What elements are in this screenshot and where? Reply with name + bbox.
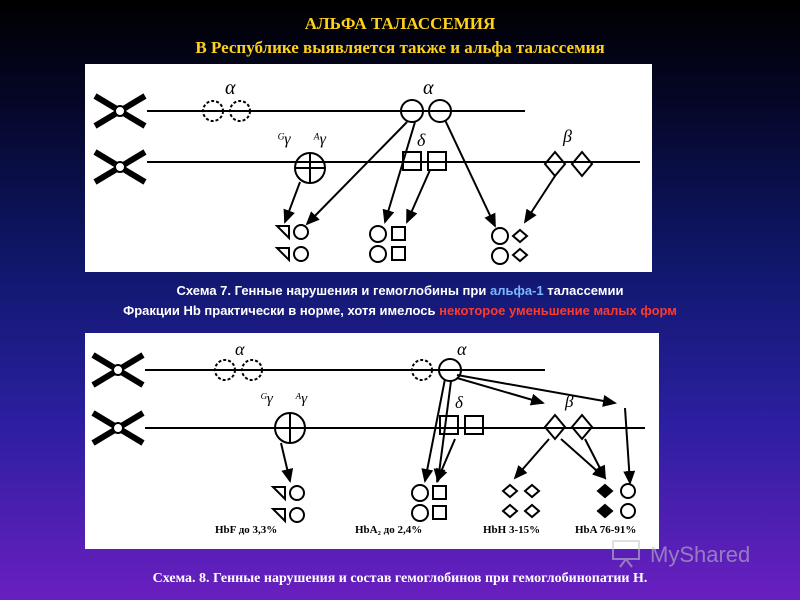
chromosome-11-icon (91, 410, 145, 446)
hba2-label: HbA₂ до 2,4% (355, 524, 422, 536)
slide-title: АЛЬФА ТАЛАССЕМИЯ (304, 14, 496, 33)
chromosome-16-icon (91, 352, 145, 388)
scheme-7-caption: Схема 7. Генные нарушения и гемоглобины … (176, 283, 624, 298)
chromosome-11-icon (93, 149, 147, 185)
slideshow-icon (612, 540, 640, 568)
watermark: MyShared (610, 538, 780, 572)
beta-label: β (562, 126, 572, 146)
alpha-label: α (423, 77, 434, 99)
alpha-label-deleted: α (225, 77, 236, 99)
delta-label: δ (417, 130, 426, 150)
scheme-8-caption: Схема. 8. Генные нарушения и состав гемо… (152, 571, 648, 586)
scheme-7-svg: α α ᴳγ ᴬγ δ β (93, 77, 640, 265)
scheme-8-diagram: α α ᴳγ ᴬγ δ β HbF до 3,3% HbA₂ до 2,4% H… (85, 333, 659, 549)
scheme-7-note: Фракции Hb практически в норме, хотя име… (123, 303, 677, 318)
gamma-g-label: ᴳγ (277, 131, 291, 148)
alpha-label: α (457, 339, 467, 359)
scheme-8-svg: α α ᴳγ ᴬγ δ β HbF до 3,3% HbA₂ до 2,4% H… (91, 339, 645, 536)
delta-label: δ (455, 393, 464, 412)
gamma-a-label: ᴬγ (313, 131, 327, 148)
beta-label: β (564, 392, 574, 411)
hbh-label: HbH 3-15% (483, 524, 540, 536)
hba-label: HbA 76-91% (575, 524, 636, 536)
gamma-g-label: ᴳγ (260, 391, 274, 407)
hbf-label: HbF до 3,3% (215, 524, 277, 536)
chromosome-16-icon (93, 93, 147, 129)
gamma-a-label: ᴬγ (295, 391, 308, 407)
slide-subtitle: В Республике выявляется также и альфа та… (195, 38, 605, 57)
watermark-text: MyShared (650, 542, 751, 567)
alpha-label-deleted: α (235, 339, 245, 359)
scheme-7-diagram: α α ᴳγ ᴬγ δ β (85, 64, 652, 272)
